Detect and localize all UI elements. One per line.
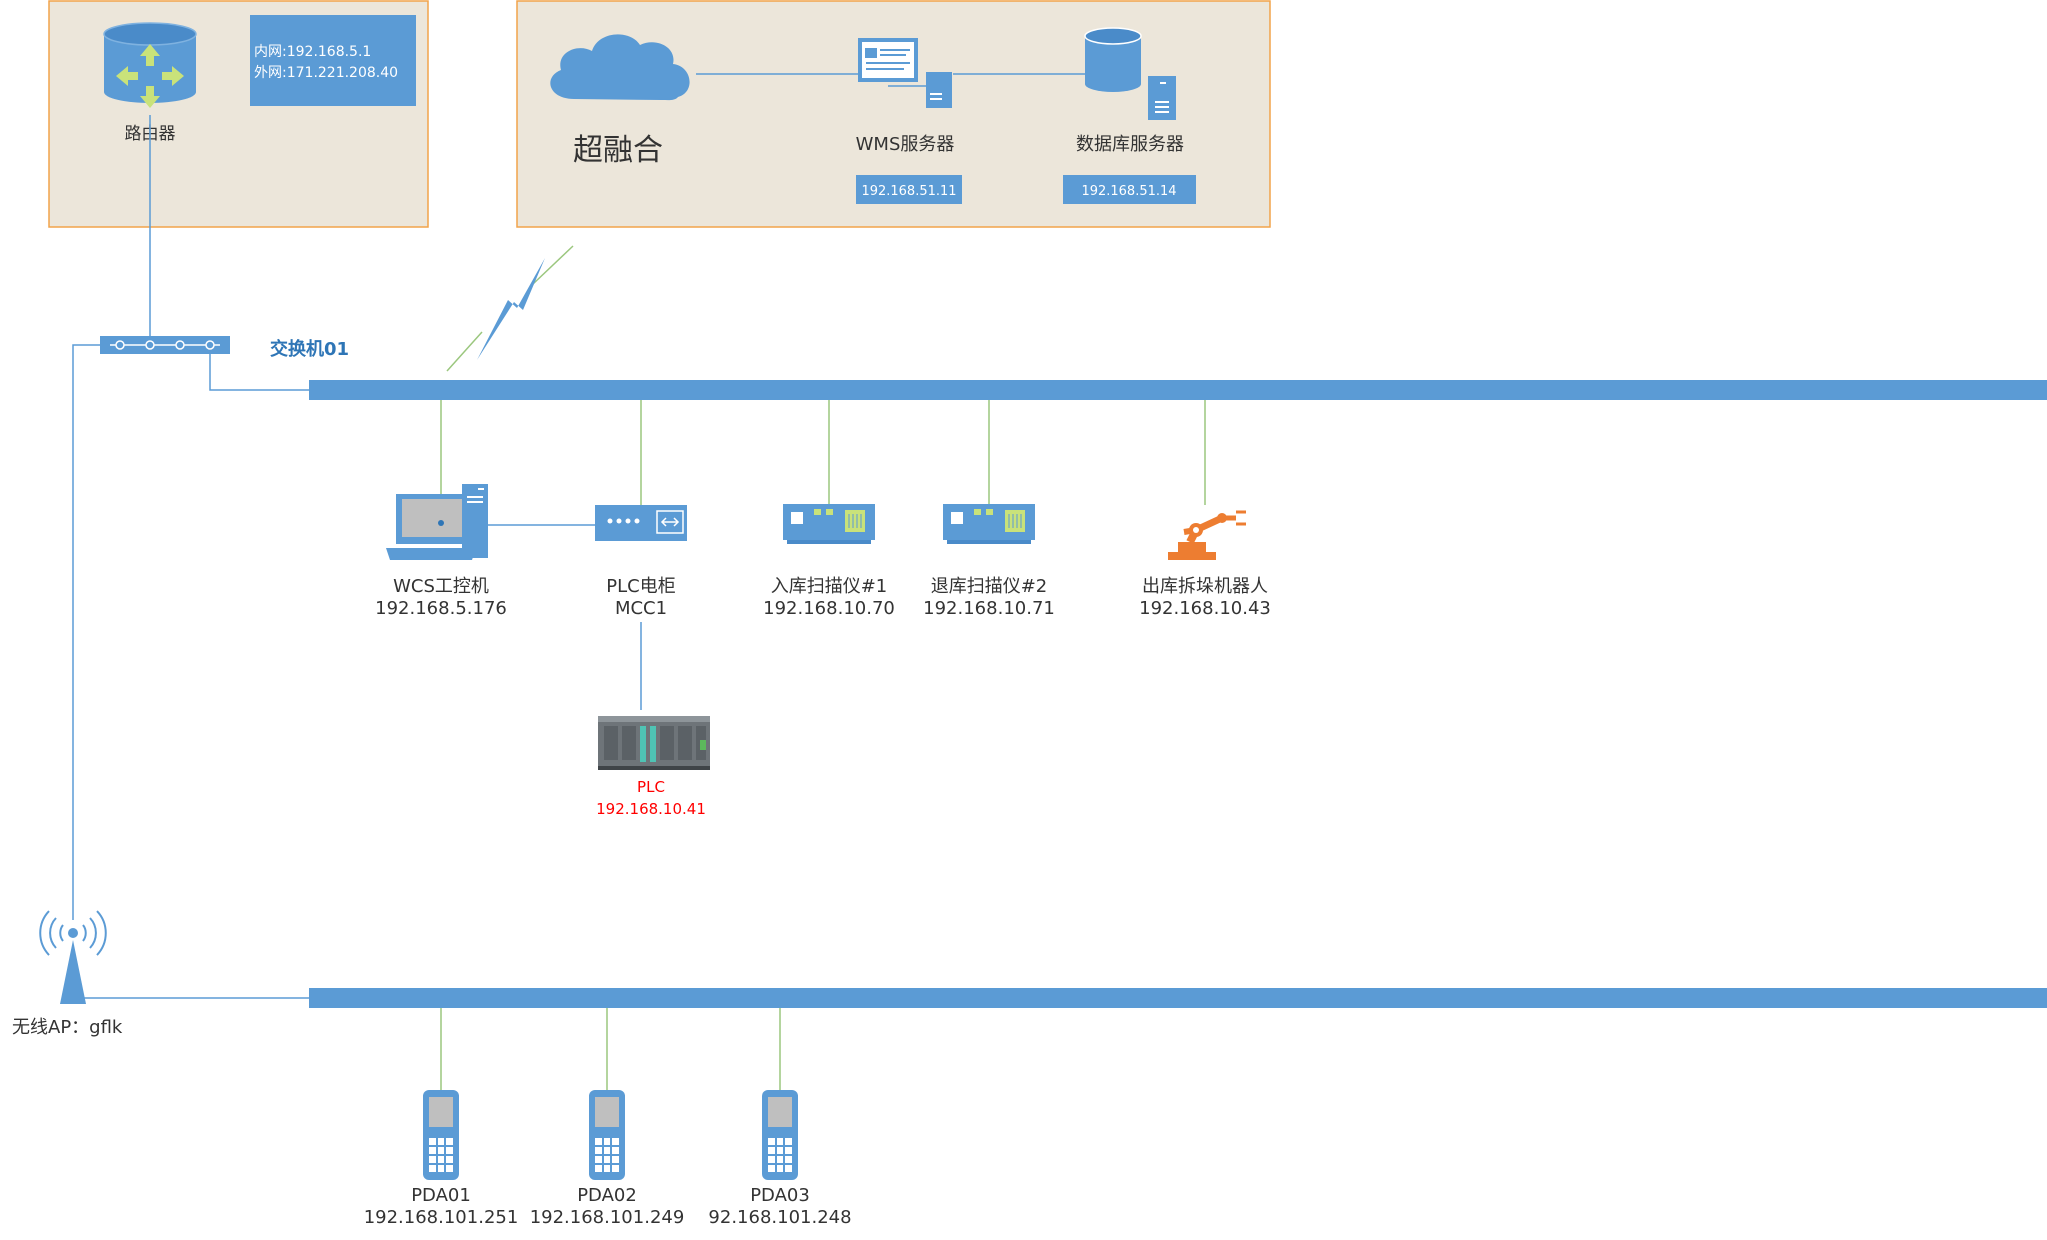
cloud-icon [550, 34, 690, 101]
pda02-label: PDA02 [577, 1185, 637, 1206]
plc-hardware-icon [598, 716, 710, 770]
switch-bus-line [209, 354, 309, 391]
db-ip: 192.168.51.14 [1081, 184, 1176, 199]
switch-label: 交换机01 [270, 338, 349, 360]
db-ip-box [1063, 175, 1196, 204]
robot-ip: 192.168.10.43 [1139, 598, 1271, 619]
scanner-in-icon [783, 504, 875, 544]
router-ip-box [250, 15, 416, 106]
wireless-link-icon [477, 258, 545, 360]
plc-cabinet-icon [595, 505, 687, 541]
main-bus [309, 380, 2047, 400]
router-icon [103, 22, 197, 108]
wms-ip: 192.168.51.11 [861, 184, 956, 199]
pda03-label: PDA03 [750, 1185, 810, 1206]
cloud-label: 超融合 [573, 133, 663, 168]
scanner-out-icon [943, 504, 1035, 544]
wcs-label: WCS工控机 [393, 576, 489, 597]
scanner-in-label: 入库扫描仪#1 [771, 576, 888, 597]
plc-label: PLC [637, 778, 665, 796]
robot-arm-icon [1168, 510, 1246, 560]
wms-server-icon [858, 38, 952, 108]
wcs-ip: 192.168.5.176 [375, 598, 507, 619]
wan-link-line-lower [446, 331, 483, 372]
pda02-icon [589, 1090, 625, 1180]
wms-ip-box [856, 175, 962, 204]
pda03-icon [762, 1090, 798, 1180]
scanner-out-ip: 192.168.10.71 [923, 598, 1055, 619]
scanner-in-ip: 192.168.10.70 [763, 598, 895, 619]
pda01-ip: 192.168.101.251 [364, 1207, 519, 1228]
wms-label: WMS服务器 [856, 134, 955, 155]
wireless-ap-icon [39, 910, 107, 1004]
pda03-ip: 92.168.101.248 [708, 1207, 851, 1228]
router-ip-outer: 外网:171.221.208.40 [254, 65, 398, 81]
ap-label: 无线AP：gflk [12, 1017, 123, 1038]
router-ip-inner: 内网:192.168.5.1 [254, 44, 371, 60]
workstation-icon [386, 484, 488, 560]
pda01-icon [423, 1090, 459, 1180]
database-server-icon [1084, 27, 1176, 120]
switch-icon [100, 336, 230, 354]
wan-link-line-upper [532, 245, 574, 285]
db-label: 数据库服务器 [1076, 134, 1184, 155]
plc-cabinet-sub: MCC1 [615, 598, 667, 619]
robot-label: 出库拆垛机器人 [1142, 576, 1268, 597]
plc-ip: 192.168.10.41 [596, 800, 706, 818]
scanner-out-label: 退库扫描仪#2 [931, 576, 1048, 597]
switch-ap-line [72, 344, 100, 920]
pda01-label: PDA01 [411, 1185, 471, 1206]
plc-cabinet-label: PLC电柜 [606, 576, 675, 597]
pda02-ip: 192.168.101.249 [530, 1207, 685, 1228]
wireless-bus [309, 988, 2047, 1008]
